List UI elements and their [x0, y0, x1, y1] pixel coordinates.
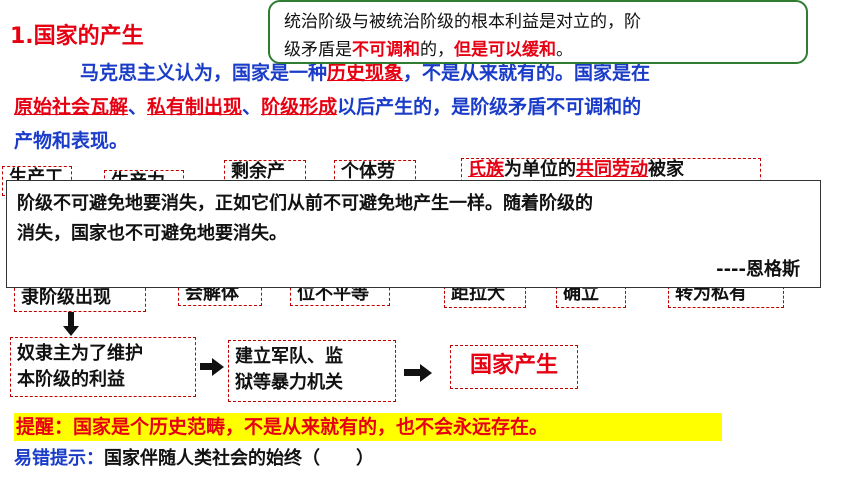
quote-line1: 阶级不可避免地要消失，正如它们从前不可避免地产生一样。随着阶级的: [17, 193, 593, 214]
paragraph-text: 以后产生的，是阶级矛盾不可调和的: [337, 96, 642, 118]
chain-text: 转为私有: [675, 283, 747, 304]
chain-text: 剩余产: [231, 161, 285, 182]
quote-author: ----恩格斯: [716, 259, 800, 280]
chain-keyword: 共同劳动: [576, 159, 648, 180]
right-arrow-shaft: [200, 363, 214, 370]
keyword-historical: 历史现象: [327, 62, 404, 84]
keyword-primitive: 原始社会瓦解: [14, 96, 129, 118]
chain-text: 个体劳: [341, 161, 395, 182]
chain-text: 会解体: [185, 283, 239, 304]
callout-box: 统治阶级与被统治阶级的根本利益是对立的，阶 级矛盾是不可调和的，但是可以缓和。: [268, 0, 808, 64]
chain-text: 被家: [648, 159, 684, 180]
engels-quote-box: 阶级不可避免地要消失，正如它们从前不可避免地产生一样。随着阶级的 消失，国家也不…: [6, 180, 821, 288]
error-tip: 易错提示：国家伴随人类社会的始终（ ）: [14, 445, 374, 473]
chain-text: 为单位的: [504, 159, 576, 180]
down-arrow-shaft: [68, 312, 74, 328]
chain-text: 距拉大: [451, 283, 505, 304]
chain-text: 确立: [563, 283, 599, 304]
paragraph-text: 、: [242, 96, 262, 118]
chain-keyword: 氏族: [468, 159, 504, 180]
callout-keyword: 不可调和: [352, 40, 420, 60]
callout-text: 的，: [420, 40, 454, 60]
paragraph-text: 产物和表现。: [14, 130, 129, 152]
flow-text: 奴隶主为了维护: [17, 343, 143, 364]
callout-line2: 级矛盾是不可调和的，但是可以缓和。: [284, 36, 792, 64]
tip-label: 易错提示：: [14, 448, 104, 469]
right-arrow-shaft: [404, 369, 422, 376]
flow-result-state: 国家产生: [450, 345, 578, 389]
quote-line2: 消失，国家也不可避免地要消失。: [17, 223, 287, 244]
chain-text: 位不平等: [297, 283, 369, 304]
paragraph-text: ，不是从来就有的。国家是在: [403, 62, 651, 84]
callout-text: 级矛盾是: [284, 40, 352, 60]
right-arrow-icon: [212, 358, 224, 376]
callout-line1: 统治阶级与被统治阶级的根本利益是对立的，阶: [284, 12, 641, 32]
flow-text: 狱等暴力机关: [235, 372, 343, 393]
keyword-class: 阶级形成: [261, 96, 338, 118]
section-title: 1.国家的产生: [10, 24, 144, 49]
down-arrow-icon: [63, 326, 79, 336]
reminder-banner: 提醒：国家是个历史范畴，不是从来就有的，也不会永远存在。: [14, 413, 722, 441]
flow-step-slave-owners: 奴隶主为了维护 本阶级的利益: [10, 337, 196, 397]
chain-text: 隶阶级出现: [21, 287, 111, 308]
main-paragraph: 马克思主义认为，国家是一种历史现象，不是从来就有的。国家是在 原始社会瓦解、私有…: [14, 56, 850, 158]
right-arrow-icon: [420, 364, 432, 382]
flow-text: 建立军队、监: [235, 346, 343, 367]
callout-text: 。: [556, 40, 573, 60]
flow-text: 本阶级的利益: [17, 369, 125, 390]
tip-text: 国家伴随人类社会的始终（ ）: [104, 448, 374, 469]
keyword-private: 私有制出现: [147, 96, 243, 118]
paragraph-text: 、: [128, 96, 148, 118]
callout-keyword: 但是可以缓和: [454, 40, 556, 60]
paragraph-text: 马克思主义认为，国家是一种: [80, 62, 328, 84]
flow-step-military: 建立军队、监 狱等暴力机关: [228, 340, 396, 402]
